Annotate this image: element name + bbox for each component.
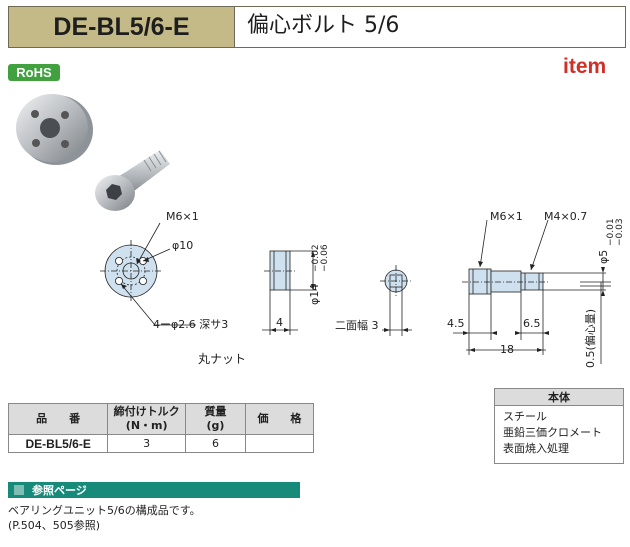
col-torque-label: 締付けトルク [113,405,180,418]
reference-pages: (P.504、505参照) [8,519,100,532]
nut-side-view [262,250,317,335]
product-code: DE-BL5/6-E [9,7,234,47]
cell-part-no: DE-BL5/6-E [7,434,109,453]
reference-title: 参照ページ [32,484,87,497]
col-torque-unit: (N・m) [125,419,168,432]
spec-table: 品 番 締付けトルク (N・m) 質量 (g) 価 格 DE-BL5/6-E 3… [7,403,315,453]
cell-price [244,434,315,453]
col-mass-unit: (g) [206,419,225,432]
dim-phi14: φ14 [308,283,321,305]
material-line: 亜鉛三価クロメート [503,426,602,439]
diameter-callout-phi10: φ10 [172,239,194,252]
col-mass: 質量 (g) [184,403,246,435]
header-divider [234,7,235,47]
nut-label: 丸ナット [198,352,247,366]
reference-text: ベアリングユニット5/6の構成品です。 [8,504,201,517]
brand-logo: item [563,55,607,78]
thread-callout-bolt-m4: M4×0.7 [544,210,588,223]
rohs-badge: RoHS [8,64,60,81]
dim-6-5: 6.5 [523,317,541,330]
col-price: 価 格 [244,403,315,435]
material-line: 表面焼入処理 [503,442,569,455]
cell-torque: 3 [107,434,186,453]
product-photo [16,94,170,211]
tol-phi5-lower: −0.03 [615,218,625,246]
bolt-end-view [380,265,412,336]
cell-mass: 6 [184,434,246,453]
reference-marker-icon [14,485,24,495]
material-box-header: 本体 [494,388,624,406]
round-nut-photo [16,94,93,165]
bolt-side-view [453,219,611,364]
technical-drawing [100,219,611,364]
material-line: スチール [503,410,547,423]
thread-callout-bolt-m6: M6×1 [490,210,523,223]
dim-across-flats: 二面幅 3 [335,319,379,332]
product-title: 偏心ボルト 5/6 [247,13,400,38]
dim-18: 18 [500,343,514,356]
col-part-no: 品 番 [7,403,109,435]
tol-phi14-lower: −0.06 [320,244,330,272]
holes-callout: 4ーφ2.6 深サ3 [153,318,229,331]
reference-header-bar: 参照ページ [8,482,300,498]
dim-phi5: φ5 [597,249,610,264]
eccentric-bolt-photo [95,150,170,211]
spec-table-header: 品 番 締付けトルク (N・m) 質量 (g) 価 格 [7,403,315,435]
dim-eccentricity: 0.5(偏心量) [584,308,597,368]
col-mass-label: 質量 [204,405,227,418]
dimension-arrows [121,251,605,352]
dim-nut-thickness: 4 [276,316,283,329]
material-box: 本体 スチール 亜鉛三価クロメート 表面焼入処理 [494,388,624,464]
nut-front-view [100,222,196,326]
product-header: DE-BL5/6-E 偏心ボルト 5/6 [8,6,626,48]
dim-4-5: 4.5 [447,317,465,330]
material-box-body: スチール 亜鉛三価クロメート 表面焼入処理 [494,405,624,464]
table-row: DE-BL5/6-E 3 6 [7,434,315,453]
col-torque: 締付けトルク (N・m) [107,403,186,435]
thread-callout-nut: M6×1 [166,210,199,223]
